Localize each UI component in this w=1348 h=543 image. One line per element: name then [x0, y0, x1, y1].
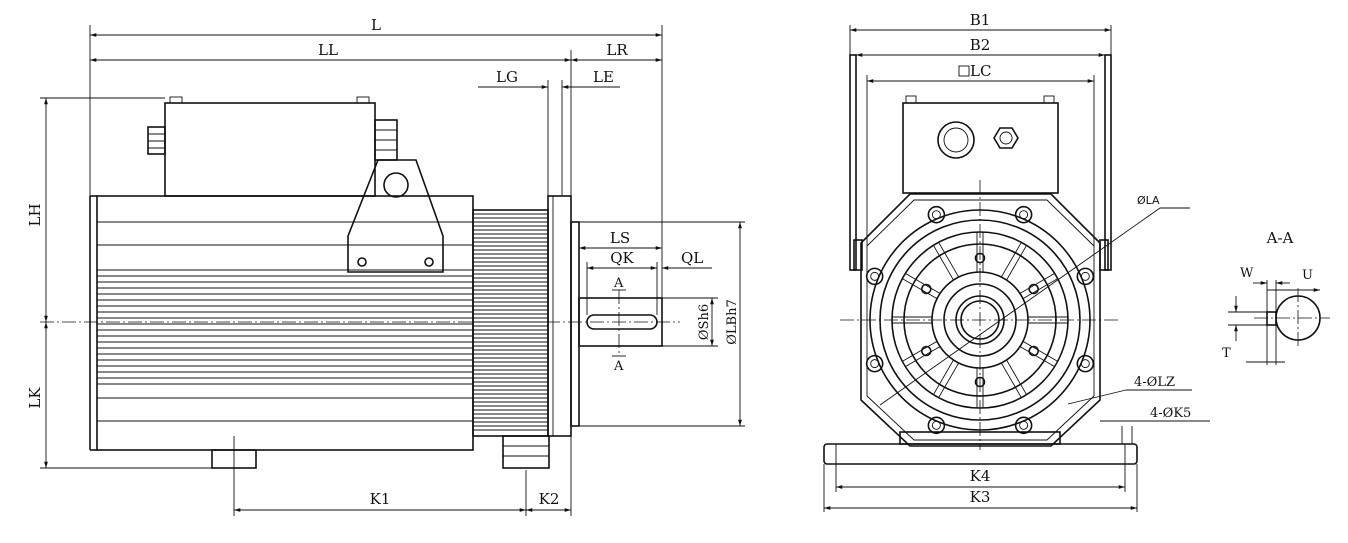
spoke	[1022, 278, 1058, 299]
dim-LB: ØLBh7	[725, 299, 740, 345]
flange-bolt-inner	[931, 420, 941, 430]
section-mark-bottom: A	[613, 359, 624, 374]
flange-bolt-inner	[1080, 359, 1090, 369]
dim-LR: LR	[606, 41, 628, 59]
spoke	[933, 359, 954, 395]
spoke	[1001, 362, 1022, 398]
spoke	[933, 245, 954, 281]
dim-QL: QL	[681, 249, 703, 267]
cable-gland-large	[937, 121, 975, 159]
side-view: L LL LR LG LE LH LK LS QK QL A A ØSh6	[26, 16, 745, 516]
flange-bolt	[865, 354, 884, 373]
flange	[547, 195, 572, 437]
flange-bolt-inner	[870, 271, 880, 281]
dim-QK: QK	[610, 249, 634, 267]
flange-bolt	[1014, 416, 1033, 435]
inner-bolt	[1028, 345, 1039, 357]
dim-LA: ØLA	[1137, 194, 1160, 207]
dim-W: W	[1240, 266, 1254, 281]
cooling-fins	[97, 221, 473, 422]
dim-L: L	[371, 16, 381, 34]
dim-LC: LC	[970, 62, 991, 80]
flange-bolt	[927, 416, 946, 435]
dim-B2: B2	[970, 36, 991, 54]
spoke	[1022, 341, 1058, 362]
dim-S: ØSh6	[697, 304, 712, 340]
spoke	[1019, 346, 1055, 367]
cable-gland-small	[993, 127, 1019, 149]
dim-LE: LE	[593, 68, 614, 86]
dim-LL: LL	[318, 41, 338, 59]
dim-LH: LH	[26, 203, 44, 226]
dim-LZ: 4-ØLZ	[1134, 375, 1175, 390]
spoke	[902, 341, 938, 362]
dim-B1: B1	[970, 11, 991, 29]
inner-bolt	[1028, 283, 1039, 295]
section-view: A-A W U T	[1222, 229, 1330, 365]
left-gland	[147, 126, 166, 155]
section-title: A-A	[1266, 229, 1294, 247]
inner-bolt	[921, 283, 932, 295]
spoke	[1006, 359, 1027, 395]
section-key	[1266, 311, 1277, 326]
flange-bolt-inner	[1080, 271, 1090, 281]
section-mark-top: A	[613, 276, 624, 291]
dim-K4: K4	[970, 467, 991, 485]
dim-LK: LK	[26, 387, 44, 409]
spoke	[1006, 245, 1027, 281]
pilot	[570, 221, 580, 427]
spoke	[1019, 273, 1055, 294]
inner-bolt	[921, 345, 932, 357]
flange-bolt	[865, 267, 884, 286]
flange-bolt-inner	[1019, 210, 1029, 220]
lifting-bracket	[347, 159, 444, 273]
flange-bolt-inner	[931, 210, 941, 220]
dim-LS: LS	[610, 229, 630, 247]
spoke	[902, 278, 938, 299]
dim-U: U	[1302, 268, 1313, 283]
flange-bolt	[927, 205, 946, 224]
dim-K1: K1	[370, 490, 391, 508]
dim-T: T	[1222, 346, 1231, 361]
dim-K3: K3	[970, 488, 991, 506]
dim-K5: 4-ØK5	[1150, 406, 1191, 421]
front-view: B1 B2 LC ØLA 4-ØLZ 4-ØK5 K4 K3	[823, 11, 1210, 512]
flange-bolt	[1076, 267, 1095, 286]
flange-bolt-inner	[1019, 420, 1029, 430]
terminal-box	[164, 102, 376, 197]
spoke	[905, 273, 941, 294]
spoke	[938, 362, 959, 398]
motor-body	[96, 195, 474, 451]
dim-LG: LG	[496, 68, 518, 86]
foot-right	[502, 435, 550, 469]
flange-bolt-inner	[870, 359, 880, 369]
front-housing	[860, 193, 1101, 447]
dim-K2: K2	[539, 490, 560, 508]
base-plate	[823, 443, 1138, 465]
front-terminal-box	[902, 102, 1059, 194]
spoke	[1001, 242, 1022, 278]
spoke	[905, 346, 941, 367]
flange-bolt	[1076, 354, 1095, 373]
flange-bolt	[1014, 205, 1033, 224]
spoke	[938, 242, 959, 278]
